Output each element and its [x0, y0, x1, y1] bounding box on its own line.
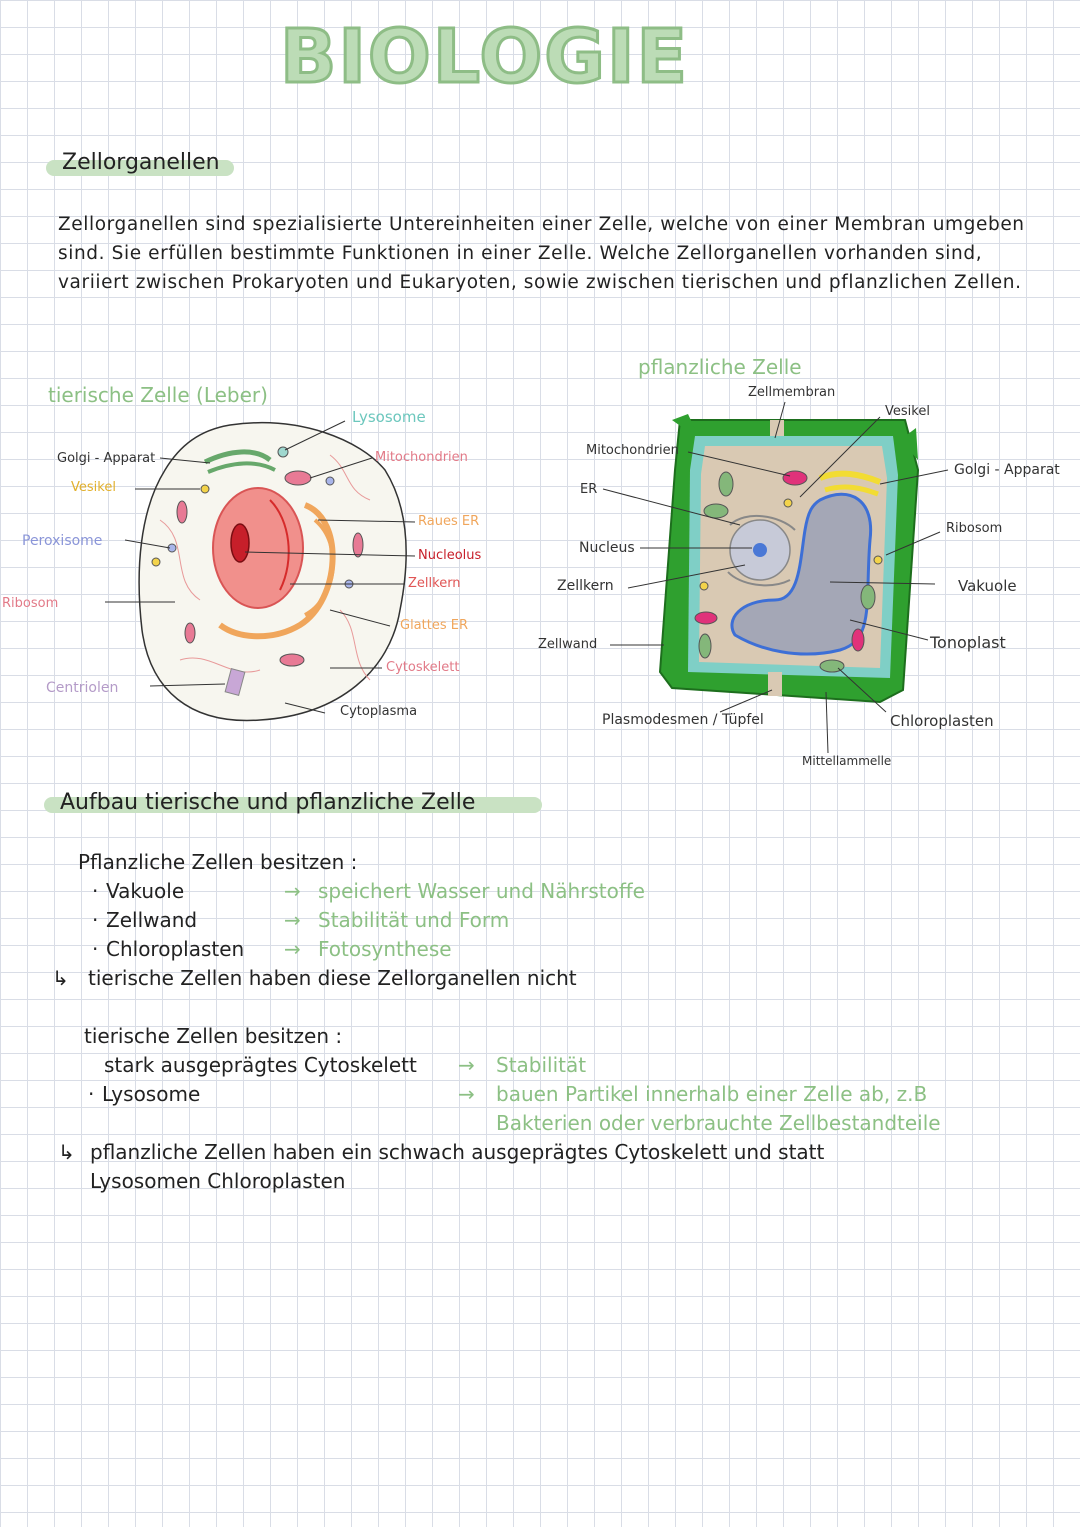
plant-note: tierische Zellen haben diese Zellorganel… — [88, 966, 577, 990]
heading-highlight — [46, 160, 234, 176]
label-chloroplasten: Chloroplasten — [890, 712, 994, 730]
label-golgi-animal: Golgi - Apparat — [57, 451, 156, 466]
plant-item-desc: speichert Wasser und Nährstoffe — [318, 879, 645, 903]
arrow-icon: → — [458, 1053, 475, 1077]
page-title: BIOLOGIE — [278, 13, 690, 102]
section-heading-zellorganellen: Zellorganellen — [62, 150, 220, 175]
label-raues-er: Raues ER — [418, 514, 480, 529]
label-vesikel-animal: Vesikel — [71, 480, 116, 495]
plant-item-name: Chloroplasten — [106, 937, 245, 961]
label-peroxisome: Peroxisome — [22, 533, 103, 549]
label-tonoplast: Tonoplast — [930, 633, 1006, 652]
label-lysosome: Lysosome — [352, 408, 426, 426]
label-zellkern-plant: Zellkern — [557, 578, 614, 594]
animal-note-line2: Lysosomen Chloroplasten — [90, 1169, 346, 1193]
label-ribosom-plant: Ribosom — [946, 521, 1003, 536]
intro-paragraph: Zellorganellen sind spezialisierte Unter… — [58, 214, 1025, 293]
plant-item-desc: Fotosynthese — [318, 937, 452, 961]
plant-item-name: Vakuole — [106, 879, 185, 903]
label-ribosom-animal: Ribosom — [2, 596, 59, 611]
plant-item-name: Zellwand — [106, 908, 198, 932]
label-plasmodesmen: Plasmodesmen / Tüpfel — [602, 712, 764, 728]
plant-cell-diagram — [602, 401, 949, 754]
plant-item-desc: Stabilität und Form — [318, 908, 510, 932]
animal-cell-diagram — [105, 420, 416, 722]
label-centriolen: Centriolen — [46, 680, 119, 696]
label-mittellamelle: Mittellammelle — [802, 754, 892, 768]
list-bullet: · — [92, 937, 99, 961]
label-cytoskelett: Cytoskelett — [386, 660, 460, 675]
label-nucleus: Nucleus — [579, 540, 635, 556]
animal-item-name: Lysosome — [102, 1082, 201, 1106]
animal-item-desc: Stabilität — [496, 1053, 587, 1077]
arrow-icon: → — [284, 879, 301, 903]
animal-note-line1: pflanzliche Zellen haben ein schwach aus… — [90, 1140, 825, 1164]
animal-item-desc-cont: Bakterien oder verbrauchte Zellbestandte… — [496, 1111, 941, 1135]
label-mitochondrien-plant: Mitochondrien — [586, 443, 679, 458]
animal-item-name: stark ausgeprägtes Cytoskelett — [104, 1053, 417, 1077]
label-cytoplasma: Cytoplasma — [340, 704, 418, 719]
arrow-icon: → — [458, 1082, 475, 1106]
label-nucleolus: Nucleolus — [418, 548, 482, 563]
label-zellmembran: Zellmembran — [748, 385, 836, 400]
heading-highlight-2 — [44, 797, 542, 813]
label-zellwand: Zellwand — [538, 637, 598, 652]
label-er-plant: ER — [580, 482, 598, 497]
arrow-icon: → — [284, 937, 301, 961]
label-glattes-er: Glattes ER — [400, 618, 468, 633]
return-arrow-icon: ↳ — [58, 1140, 75, 1164]
arrow-icon: → — [284, 908, 301, 932]
plant-cell-title: pflanzliche Zelle — [638, 355, 802, 379]
list-bullet: · — [92, 908, 99, 932]
plant-intro: Pflanzliche Zellen besitzen : — [78, 850, 358, 874]
animal-item-desc: bauen Partikel innerhalb einer Zelle ab,… — [496, 1082, 928, 1106]
animal-cell-title: tierische Zelle (Leber) — [48, 383, 268, 407]
label-golgi-plant: Golgi - Apparat — [954, 462, 1060, 478]
list-bullet: · — [92, 879, 99, 903]
section-heading-aufbau: Aufbau tierische und pflanzliche Zelle — [60, 790, 476, 815]
return-arrow-icon: ↳ — [52, 966, 69, 990]
animal-intro: tierische Zellen besitzen : — [84, 1024, 343, 1048]
label-vesikel-plant: Vesikel — [885, 404, 930, 419]
label-zellkern-animal: Zellkern — [408, 576, 461, 591]
list-bullet: · — [88, 1082, 95, 1106]
label-mitochondrien-animal: Mitochondrien — [375, 450, 468, 465]
label-vakuole: Vakuole — [958, 577, 1017, 595]
